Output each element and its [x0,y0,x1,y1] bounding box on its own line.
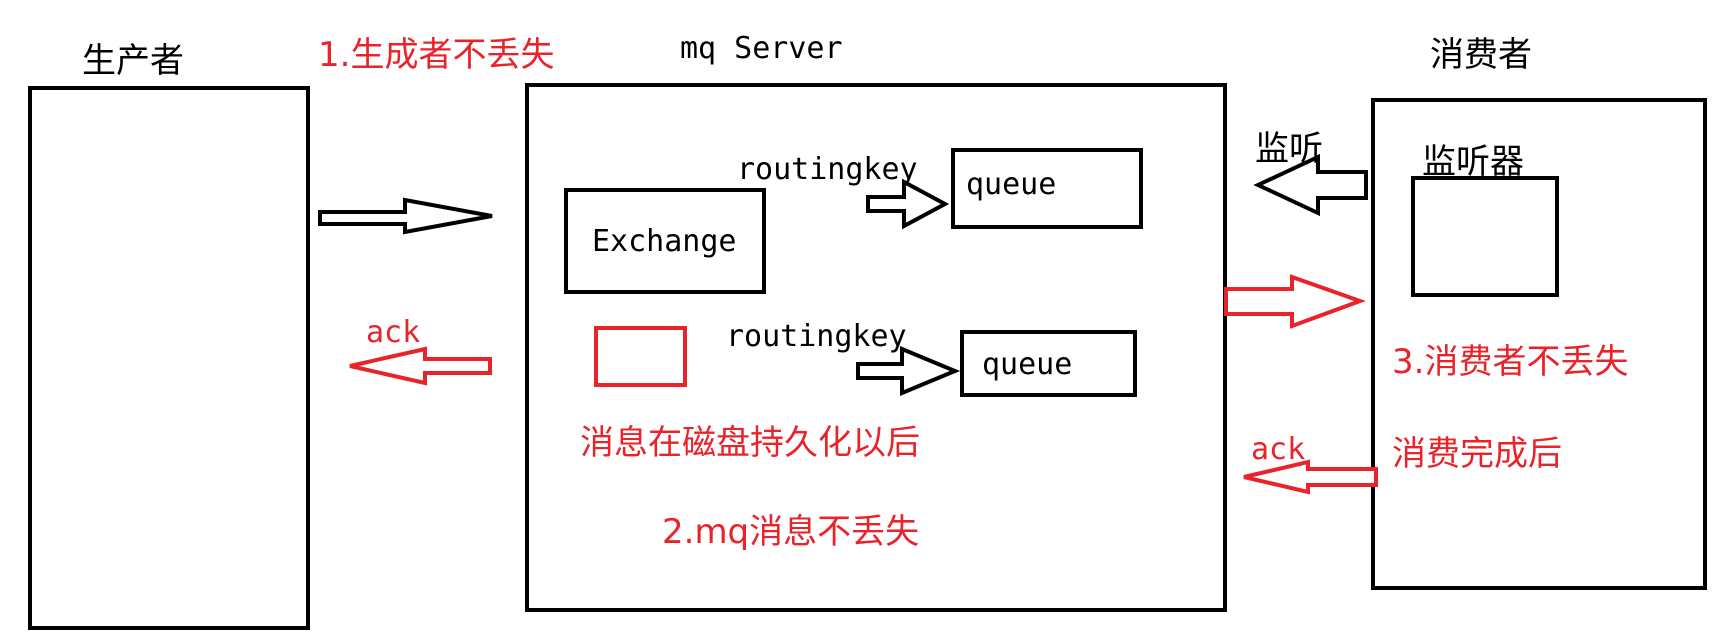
consumer-title: 消费者 [1430,35,1532,75]
server-note: 2.mq消息不丢失 [662,512,920,552]
ack-to-producer-arrow [349,346,492,386]
producer-title: 生产者 [82,41,184,81]
queue-top-label: queue [966,167,1057,202]
server-box [525,83,1227,612]
producer-to-server-arrow [318,197,493,235]
server-title: mq Server [680,31,843,66]
exchange-box [564,188,766,294]
producer-box [28,86,310,630]
consumer-box [1371,98,1707,590]
listener-label: 监听器 [1422,142,1524,182]
queue-bottom-label: queue [982,347,1073,382]
listen-label: 监听 [1255,129,1323,169]
routing-arrow-top [866,178,950,230]
consumer-note: 3.消费者不丢失 [1392,342,1629,382]
exchange-label: Exchange [592,224,737,259]
queue-box-bottom [960,330,1137,397]
queue-box-top [951,148,1143,229]
consumer-ack-arrow [1243,459,1378,495]
consumer-ack-label: ack [1251,432,1306,467]
listener-box [1411,176,1559,297]
routing-arrow-bottom [856,346,961,396]
listen-arrow [1253,153,1368,217]
routing-key-top: routingkey [737,152,918,187]
consumer-done-note: 消费完成后 [1392,434,1562,474]
routing-key-bottom: routingkey [726,319,907,354]
persist-box [594,326,687,387]
producer-ack-label: ack [366,315,421,350]
persist-note: 消息在磁盘持久化以后 [580,423,920,463]
server-to-consumer-arrow [1224,274,1366,329]
producer-note: 1.生成者不丢失 [318,35,555,75]
